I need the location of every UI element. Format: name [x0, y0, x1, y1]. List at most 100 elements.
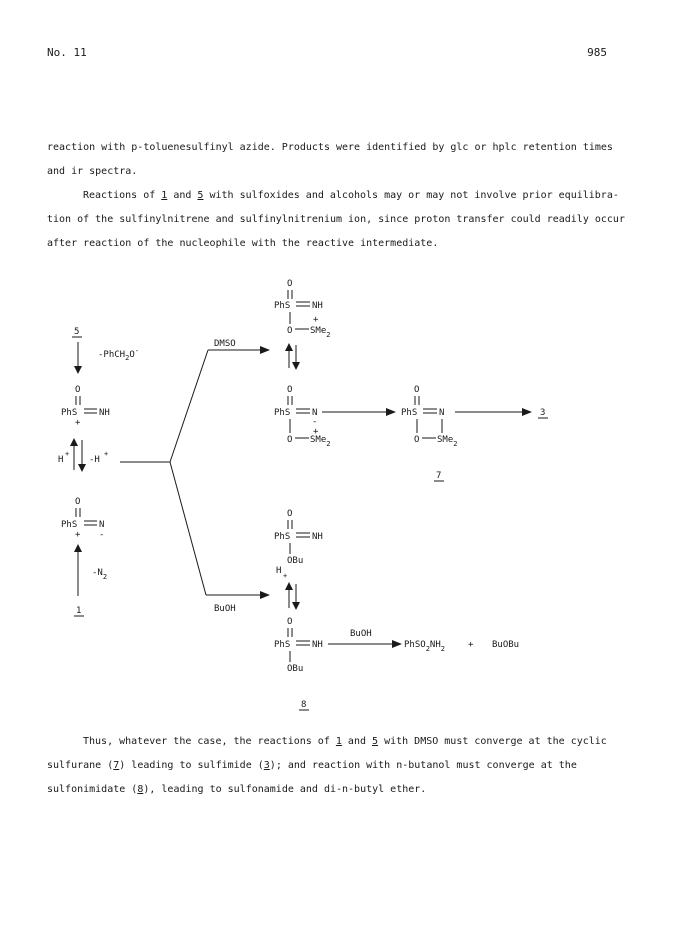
- reagent-buoh: BuOH: [350, 629, 372, 639]
- sulfurane-compound-label: 7: [436, 471, 441, 481]
- arrow-head: [74, 544, 82, 552]
- text-run: and: [341, 736, 373, 747]
- text-run: SMe: [310, 435, 326, 445]
- sulfurane-sme: SMe2: [437, 435, 457, 448]
- text-run: -N: [92, 568, 103, 578]
- nitrenium-phs: PhS: [61, 408, 77, 418]
- elim-nitrogen: -N2: [92, 568, 107, 581]
- page-number: 985: [587, 46, 607, 59]
- sulfonimidate-nh: NH: [312, 640, 323, 650]
- text-run: NH: [430, 640, 441, 650]
- nitrene-phs: PhS: [61, 520, 77, 530]
- arrow-head: [285, 582, 293, 590]
- subscript: 2: [326, 440, 330, 448]
- nitrenium-nh: NH: [99, 408, 110, 418]
- charge-plus: +: [283, 572, 287, 580]
- text-run: ) leading to sulfimide (: [119, 760, 264, 771]
- text-run: sulfonimidate (: [47, 784, 138, 795]
- text-run: with DMSO must converge at the cyclic: [378, 736, 607, 747]
- compound-ref: 7: [113, 760, 120, 771]
- text-run: SMe: [310, 326, 326, 336]
- sulfonimidate-compound-label: 8: [301, 700, 306, 710]
- oxygen-atom: O: [287, 385, 292, 395]
- text-run: Thus, whatever the case, the reactions o…: [83, 736, 336, 747]
- charge-plus: +: [75, 418, 81, 428]
- alkoxy-adduct-obu: OBu: [287, 556, 303, 566]
- compound-ref: 8: [137, 784, 144, 795]
- branch-line: [169, 461, 207, 596]
- text-run: Reactions of: [83, 190, 162, 201]
- text-run: SMe: [437, 435, 453, 445]
- intro-paragraph: reaction with p-toluenesulfinyl azide. P…: [47, 136, 633, 256]
- text-run: with sulfoxides and alcohols may or may …: [203, 190, 619, 201]
- oxygen-atom: O: [287, 326, 292, 336]
- compound-ref: 3: [263, 760, 270, 771]
- proton-label: H: [58, 455, 63, 465]
- subscript: 2: [441, 645, 445, 653]
- conclusion-paragraph: Thus, whatever the case, the reactions o…: [47, 730, 633, 802]
- text-run: ); and reaction with n-butanol must conv…: [269, 760, 577, 771]
- charge-plus: +: [104, 450, 108, 458]
- compound-ref: 5: [197, 190, 204, 201]
- alkoxy-adduct-phs: PhS: [274, 532, 290, 542]
- charge-plus: +: [313, 315, 319, 325]
- intro-line-1: reaction with p-toluenesulfinyl azide. P…: [47, 142, 613, 153]
- journal-issue: No. 11: [47, 46, 87, 59]
- subscript: 2: [453, 440, 457, 448]
- zwitterion-phs: PhS: [274, 408, 290, 418]
- subscript: 2: [426, 645, 430, 653]
- arrow-head: [392, 640, 402, 648]
- oxygen-atom: O: [287, 435, 292, 445]
- compound-ref: 1: [161, 190, 168, 201]
- arrow-head: [522, 408, 532, 416]
- sulfonimidate-phs: PhS: [274, 640, 290, 650]
- subscript: 2: [103, 573, 107, 581]
- arrow-head: [260, 591, 270, 599]
- charge-plus: +: [313, 427, 319, 437]
- conclusion-line-2: sulfurane (7) leading to sulfimide (3); …: [47, 754, 633, 778]
- sulfimide-compound-label: 3: [540, 408, 545, 418]
- compound-ref: 5: [372, 736, 379, 747]
- adduct-nh: NH: [312, 301, 323, 311]
- arrow-head: [78, 464, 86, 472]
- superscript: -: [135, 347, 139, 355]
- text-run: PhSO: [404, 640, 426, 650]
- start-compound-label: 5: [74, 327, 79, 337]
- alkoxy-adduct-nh: NH: [312, 532, 323, 542]
- oxygen-atom: O: [75, 385, 80, 395]
- intro-line-4: tion of the sulfinylnitrene and sulfinyl…: [47, 214, 625, 225]
- conclusion-line-1: Thus, whatever the case, the reactions o…: [47, 730, 633, 754]
- subscript: 2: [125, 354, 129, 362]
- plus-sign: +: [468, 640, 474, 650]
- conclusion-line-3: sulfonimidate (8), leading to sulfonamid…: [47, 778, 633, 802]
- text-run: sulfurane (: [47, 760, 114, 771]
- charge-plus: +: [75, 530, 81, 540]
- sulfurane-n: N: [439, 408, 444, 418]
- text-run: O: [129, 350, 134, 360]
- deprotonation-label: -H: [89, 455, 100, 465]
- subscript: 2: [326, 331, 330, 339]
- sulfonimidate-obu: OBu: [287, 664, 303, 674]
- oxygen-atom: O: [414, 385, 419, 395]
- compound-ref: 1: [335, 736, 342, 747]
- oxygen-atom: O: [287, 509, 292, 519]
- proton-label: H: [276, 566, 281, 576]
- intro-line-5: after reaction of the nucleophile with t…: [47, 238, 439, 249]
- intro-line-3: Reactions of 1 and 5 with sulfoxides and…: [47, 184, 633, 208]
- oxygen-atom: O: [287, 279, 292, 289]
- text-run: and: [167, 190, 198, 201]
- elim-benzyl-oxide: -PhCH2O-: [98, 347, 139, 362]
- arrow-head: [292, 602, 300, 610]
- zwitterion-sme: SMe2: [310, 435, 330, 448]
- nitrene-n: N: [99, 520, 104, 530]
- reagent-dmso: DMSO: [214, 339, 236, 349]
- adduct-sme: SMe2: [310, 326, 330, 339]
- reagent-buoh: BuOH: [214, 604, 236, 614]
- arrow-head: [386, 408, 396, 416]
- adduct-phs: PhS: [274, 301, 290, 311]
- ether-product: BuOBu: [492, 640, 519, 650]
- text-run: ), leading to sulfonamide and di-n-butyl…: [143, 784, 427, 795]
- arrow-head: [260, 346, 270, 354]
- charge-minus: -: [312, 417, 317, 427]
